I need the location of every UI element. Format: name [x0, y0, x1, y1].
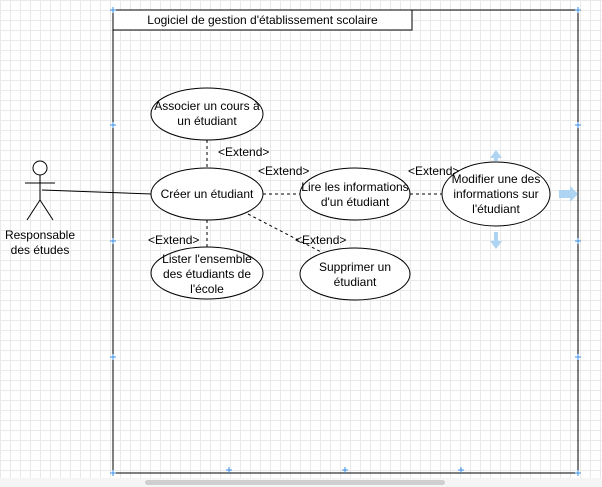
usecase-supprimer-ellipse[interactable]	[299, 247, 411, 301]
usecase-supprimer-line1: Supprimer un	[318, 260, 392, 274]
scrollbar-thumb[interactable]	[145, 480, 445, 485]
usecase-lister-line2: des étudiants de	[162, 267, 252, 281]
system-title: Logiciel de gestion d'établissement scol…	[147, 13, 378, 27]
usecase-lister-ellipse[interactable]	[150, 246, 264, 300]
extend-label-supprimer[interactable]: <Extend>	[295, 233, 347, 247]
usecase-creer-ellipse[interactable]	[150, 167, 264, 221]
usecase-modifier-line2: informations sur	[453, 187, 539, 201]
extend-label-modifier[interactable]: <Extend>	[408, 164, 460, 178]
resize-handle-icon[interactable]	[110, 7, 581, 476]
arrow-right-icon[interactable]	[559, 186, 578, 202]
usecase-associer-ellipse[interactable]	[150, 87, 264, 141]
usecase-lister-line3: l'école	[190, 282, 224, 296]
usecase-associer-line1: Associer un cours à	[154, 99, 260, 113]
horizontal-scrollbar[interactable]	[0, 478, 602, 487]
usecase-modifier-ellipse[interactable]	[441, 161, 551, 227]
usecase-modifier-line1: Modifier une des	[451, 172, 541, 186]
arrow-up-icon[interactable]	[490, 150, 502, 161]
extend-label-associer[interactable]: <Extend>	[218, 145, 270, 159]
usecase-creer[interactable]: Créer un étudiant	[151, 187, 263, 202]
actor-label-line1: Responsable	[4, 228, 76, 242]
system-title-box	[112, 9, 413, 31]
usecase-creer-line1: Créer un étudiant	[160, 187, 254, 201]
usecase-lire-line2: d'un étudiant	[320, 195, 390, 209]
arrow-down-icon[interactable]	[490, 232, 502, 249]
usecase-associer[interactable]: Associer un cours à un étudiant	[151, 99, 263, 129]
usecase-lister-line1: Lister l'ensemble	[162, 252, 252, 266]
extend-line-supprimer[interactable]	[247, 213, 328, 256]
usecase-lire-ellipse[interactable]	[299, 167, 411, 221]
extend-label-lister[interactable]: <Extend>	[148, 233, 200, 247]
usecase-modifier-line3: l'étudiant	[472, 202, 520, 216]
usecase-supprimer[interactable]: Supprimer un étudiant	[300, 260, 410, 290]
actor-label: Responsable des études	[0, 228, 80, 258]
usecase-lister[interactable]: Lister l'ensemble des étudiants de l'éco…	[151, 252, 263, 297]
usecase-lire[interactable]: Lire les informations d'un étudiant	[298, 180, 412, 210]
usecase-lire-line1: Lire les informations	[301, 180, 409, 194]
association-line[interactable]	[41, 189, 153, 195]
extend-label-lire[interactable]: <Extend>	[258, 164, 310, 178]
usecase-modifier[interactable]: Modifier une des informations sur l'étud…	[442, 172, 550, 217]
actor-stick-figure[interactable]	[25, 160, 55, 221]
usecase-supprimer-line2: étudiant	[333, 275, 377, 289]
actor-label-line2: des études	[10, 243, 70, 257]
usecase-associer-line2: un étudiant	[177, 114, 237, 128]
